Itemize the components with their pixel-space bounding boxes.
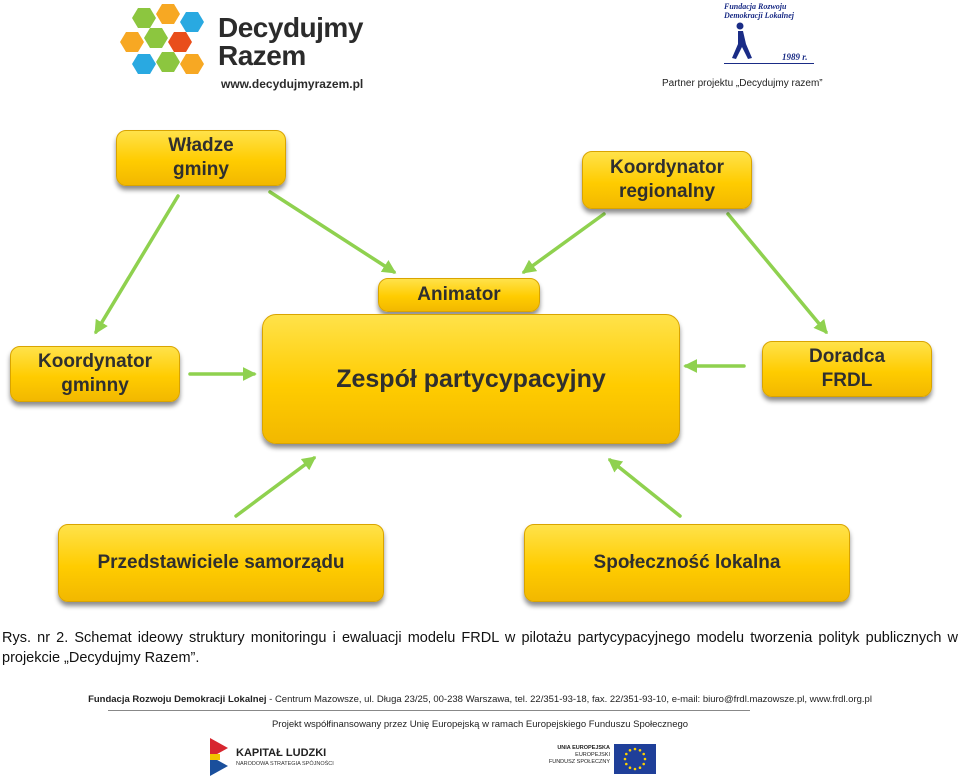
node-spolecznosc-lokalna: Społeczność lokalna (524, 524, 850, 602)
eu-logo: UNIA EUROPEJSKA EUROPEJSKI FUNDUSZ SPOŁE… (548, 742, 658, 776)
hexagon-logo-icon (120, 4, 204, 74)
frdl-name: Fundacja Rozwoju Demokracji Lokalnej (724, 2, 794, 20)
arrow-wladze-animator (268, 190, 397, 274)
frdl-partner-logo: Fundacja Rozwoju Demokracji Lokalnej 198… (660, 0, 823, 92)
footer-divider (108, 710, 750, 711)
node-przedstawiciele-samorzadu: Przedstawiciele samorządu (58, 524, 384, 602)
arrow-przedstawiciele-zespol (234, 456, 317, 518)
arrow-spolecznosc-zespol (607, 458, 682, 518)
decydujmy-razem-logo: Decydujmy Razem www.decydujmyrazem.pl (118, 4, 368, 92)
footer-project-note: Projekt współfinansowany przez Unię Euro… (271, 719, 689, 730)
walking-figure-icon (732, 22, 752, 59)
kapital-ludzki-name: KAPITAŁ LUDZKI (236, 747, 327, 759)
eu-fund: EUROPEJSKI FUNDUSZ SPOŁECZNY (548, 752, 610, 765)
footer-address: Fundacja Rozwoju Demokracji Lokalnej - C… (0, 694, 960, 705)
footer-address-text: - Centrum Mazowsze, ul. Długa 23/25, 00-… (266, 694, 872, 705)
footer-org-name: Fundacja Rozwoju Demokracji Lokalnej (88, 694, 267, 705)
figure-caption: Rys. nr 2. Schemat ideowy struktury moni… (2, 630, 958, 666)
kapital-ludzki-sub: NARODOWA STRATEGIA SPÓJNOŚCI (236, 761, 334, 767)
arrow-koordynator-regionalny-doradca (726, 212, 828, 335)
eu-name: UNIA EUROPEJSKA (557, 745, 610, 751)
kapital-ludzki-logo: KAPITAŁ LUDZKI NARODOWA STRATEGIA SPÓJNO… (206, 738, 346, 776)
kapital-ludzki-icon (210, 738, 228, 776)
eu-text: UNIA EUROPEJSKA EUROPEJSKI FUNDUSZ SPOŁE… (548, 745, 610, 766)
partner-text: Partner projektu „Decydujmy razem” (662, 78, 823, 89)
diagram-arrows (94, 190, 828, 518)
arrow-wladze-koordynator-gminny (94, 194, 180, 335)
node-koordynator-gminny: Koordynator gminny (10, 346, 180, 402)
node-doradca-frdl: Doradca FRDL (762, 341, 932, 397)
eu-flag-icon (614, 744, 656, 774)
node-koordynator-regionalny: Koordynator regionalny (582, 151, 752, 209)
logo-url: www.decydujmyrazem.pl (221, 77, 364, 91)
logo-title: Decydujmy Razem (218, 12, 363, 71)
frdl-divider (724, 63, 814, 64)
node-animator: Animator (378, 278, 540, 312)
arrow-koordynator-regionalny-animator (521, 212, 606, 274)
frdl-year: 1989 r. (782, 52, 808, 62)
node-wladze-gminy: Władze gminy (116, 130, 286, 186)
node-zespol-partycypacyjny: Zespół partycypacyjny (262, 314, 680, 444)
